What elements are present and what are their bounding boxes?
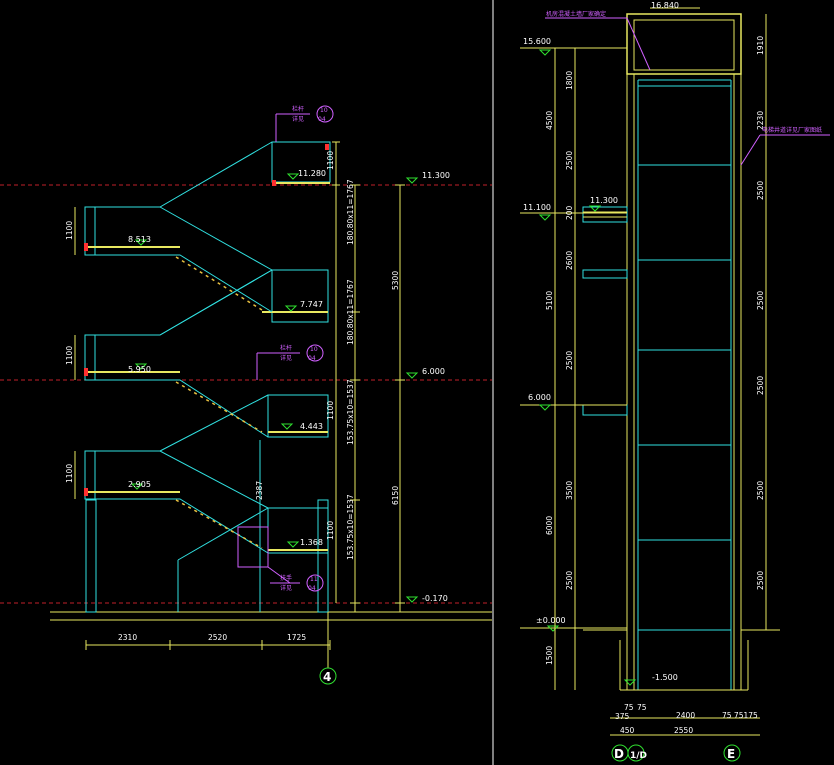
dim-storey-upper: 5300	[391, 271, 400, 290]
dim-left-g: 2500	[565, 351, 574, 370]
elevator-section: 16.840	[520, 1, 830, 762]
callout-railing-mid: 栏杆	[280, 344, 292, 352]
landing-elev-1: 11.280	[298, 169, 326, 178]
note-machine-room: 机房混凝土墙厂家确定	[546, 10, 606, 18]
callout-guard-sheet: 04	[308, 585, 316, 592]
dim-bottom-c: 2400	[676, 711, 695, 720]
dim-right-b: 2230	[756, 111, 765, 130]
elev-pit: -1.500	[652, 673, 678, 682]
dim-left-2: 1100	[65, 346, 74, 365]
landing-elev-7: 1.368	[300, 538, 323, 547]
dim-bottom-2: 2520	[208, 633, 227, 642]
dim-rail-h-2: 1100	[326, 401, 335, 420]
callout-railing-mid-sheet: 04	[308, 355, 316, 362]
dim-rail-h-3: 1100	[326, 521, 335, 540]
landing-elev-4: 5.950	[128, 365, 151, 374]
note-shaft-wall: 电梯井道详见厂家图纸	[762, 126, 822, 134]
callout-guard-num: 11	[310, 576, 318, 583]
axis-bubble-d: D	[614, 747, 624, 761]
stair-section: 栏杆 详见 10 04 栏杆 详见 10 04 扶手 详见 11 04 11.2…	[0, 105, 492, 685]
landing-elev-3: 7.747	[300, 300, 323, 309]
dim-bottom-1: 2310	[118, 633, 137, 642]
dim-right-f: 2500	[756, 481, 765, 500]
dim-left-e: 2600	[565, 251, 574, 270]
axis-bubble-4: 4	[323, 670, 331, 684]
dim-bottom-d: 75 75175	[722, 711, 758, 720]
dim-right-c: 2500	[756, 181, 765, 200]
dim-right-a: 1910	[756, 36, 765, 55]
dim-flight-4: 153.75x10=1537	[346, 494, 355, 560]
dim-clear-height: 2387	[255, 481, 264, 500]
elev-top: 16.840	[651, 1, 679, 10]
dim-storey-lower: 6150	[391, 486, 400, 505]
dim-left-c: 2500	[565, 151, 574, 170]
callout-guard: 扶手	[280, 574, 292, 582]
dim-flight-2: 180.80x11=1767	[346, 279, 355, 345]
dim-left-k: 1500	[545, 646, 554, 665]
elev-2f: 6.000	[528, 393, 551, 402]
dim-right-e: 2500	[756, 376, 765, 395]
level-elev-top: 11.300	[422, 171, 450, 180]
dim-bottom-3: 1725	[287, 633, 306, 642]
callout-railing-top-sheet: 04	[318, 116, 326, 123]
elev-3f-floor: 11.300	[590, 196, 618, 205]
dim-left-3: 1100	[65, 464, 74, 483]
dim-left-a: 1800	[565, 71, 574, 90]
dim-left-1: 1100	[65, 221, 74, 240]
dim-bottom-h: 2550	[674, 726, 693, 735]
dim-rail-h-1: 1100	[326, 151, 335, 170]
dim-left-i: 6000	[545, 516, 554, 535]
callout-railing-top: 栏杆	[292, 105, 304, 113]
dim-left-j: 2500	[565, 571, 574, 590]
landing-elev-5: 4.443	[300, 422, 323, 431]
elev-ground: ±0.000	[536, 616, 566, 625]
dim-left-h: 3500	[565, 481, 574, 500]
elev-3f: 11.100	[523, 203, 551, 212]
dim-flight-1: 180.80x11=1767	[346, 179, 355, 245]
level-elev-ground: -0.170	[422, 594, 448, 603]
dim-left-b: 4500	[545, 111, 554, 130]
level-elev-mid: 6.000	[422, 367, 445, 376]
dim-bottom-e: 375	[615, 712, 630, 721]
dim-left-f: 5100	[545, 291, 554, 310]
axis-bubble-1d: 1/D	[630, 751, 647, 761]
dim-right-d: 2500	[756, 291, 765, 310]
callout-guard-detail: 详见	[280, 584, 292, 592]
landing-elev-2: 8.513	[128, 235, 151, 244]
callout-railing-top-detail: 详见	[292, 115, 304, 123]
callout-railing-top-num: 10	[320, 107, 328, 114]
dim-bottom-g: 450	[620, 726, 635, 735]
dim-right-g: 2500	[756, 571, 765, 590]
dim-flight-3: 153.75x10=1537	[346, 379, 355, 445]
landing-elev-6: 2.905	[128, 480, 151, 489]
callout-railing-mid-num: 10	[310, 346, 318, 353]
axis-bubble-e: E	[727, 747, 735, 761]
elev-roof: 15.600	[523, 37, 551, 46]
dim-bottom-a: 75	[624, 703, 634, 712]
dim-left-d: 200	[565, 205, 574, 220]
dim-bottom-b: 75	[637, 703, 647, 712]
callout-railing-mid-detail: 详见	[280, 354, 292, 362]
